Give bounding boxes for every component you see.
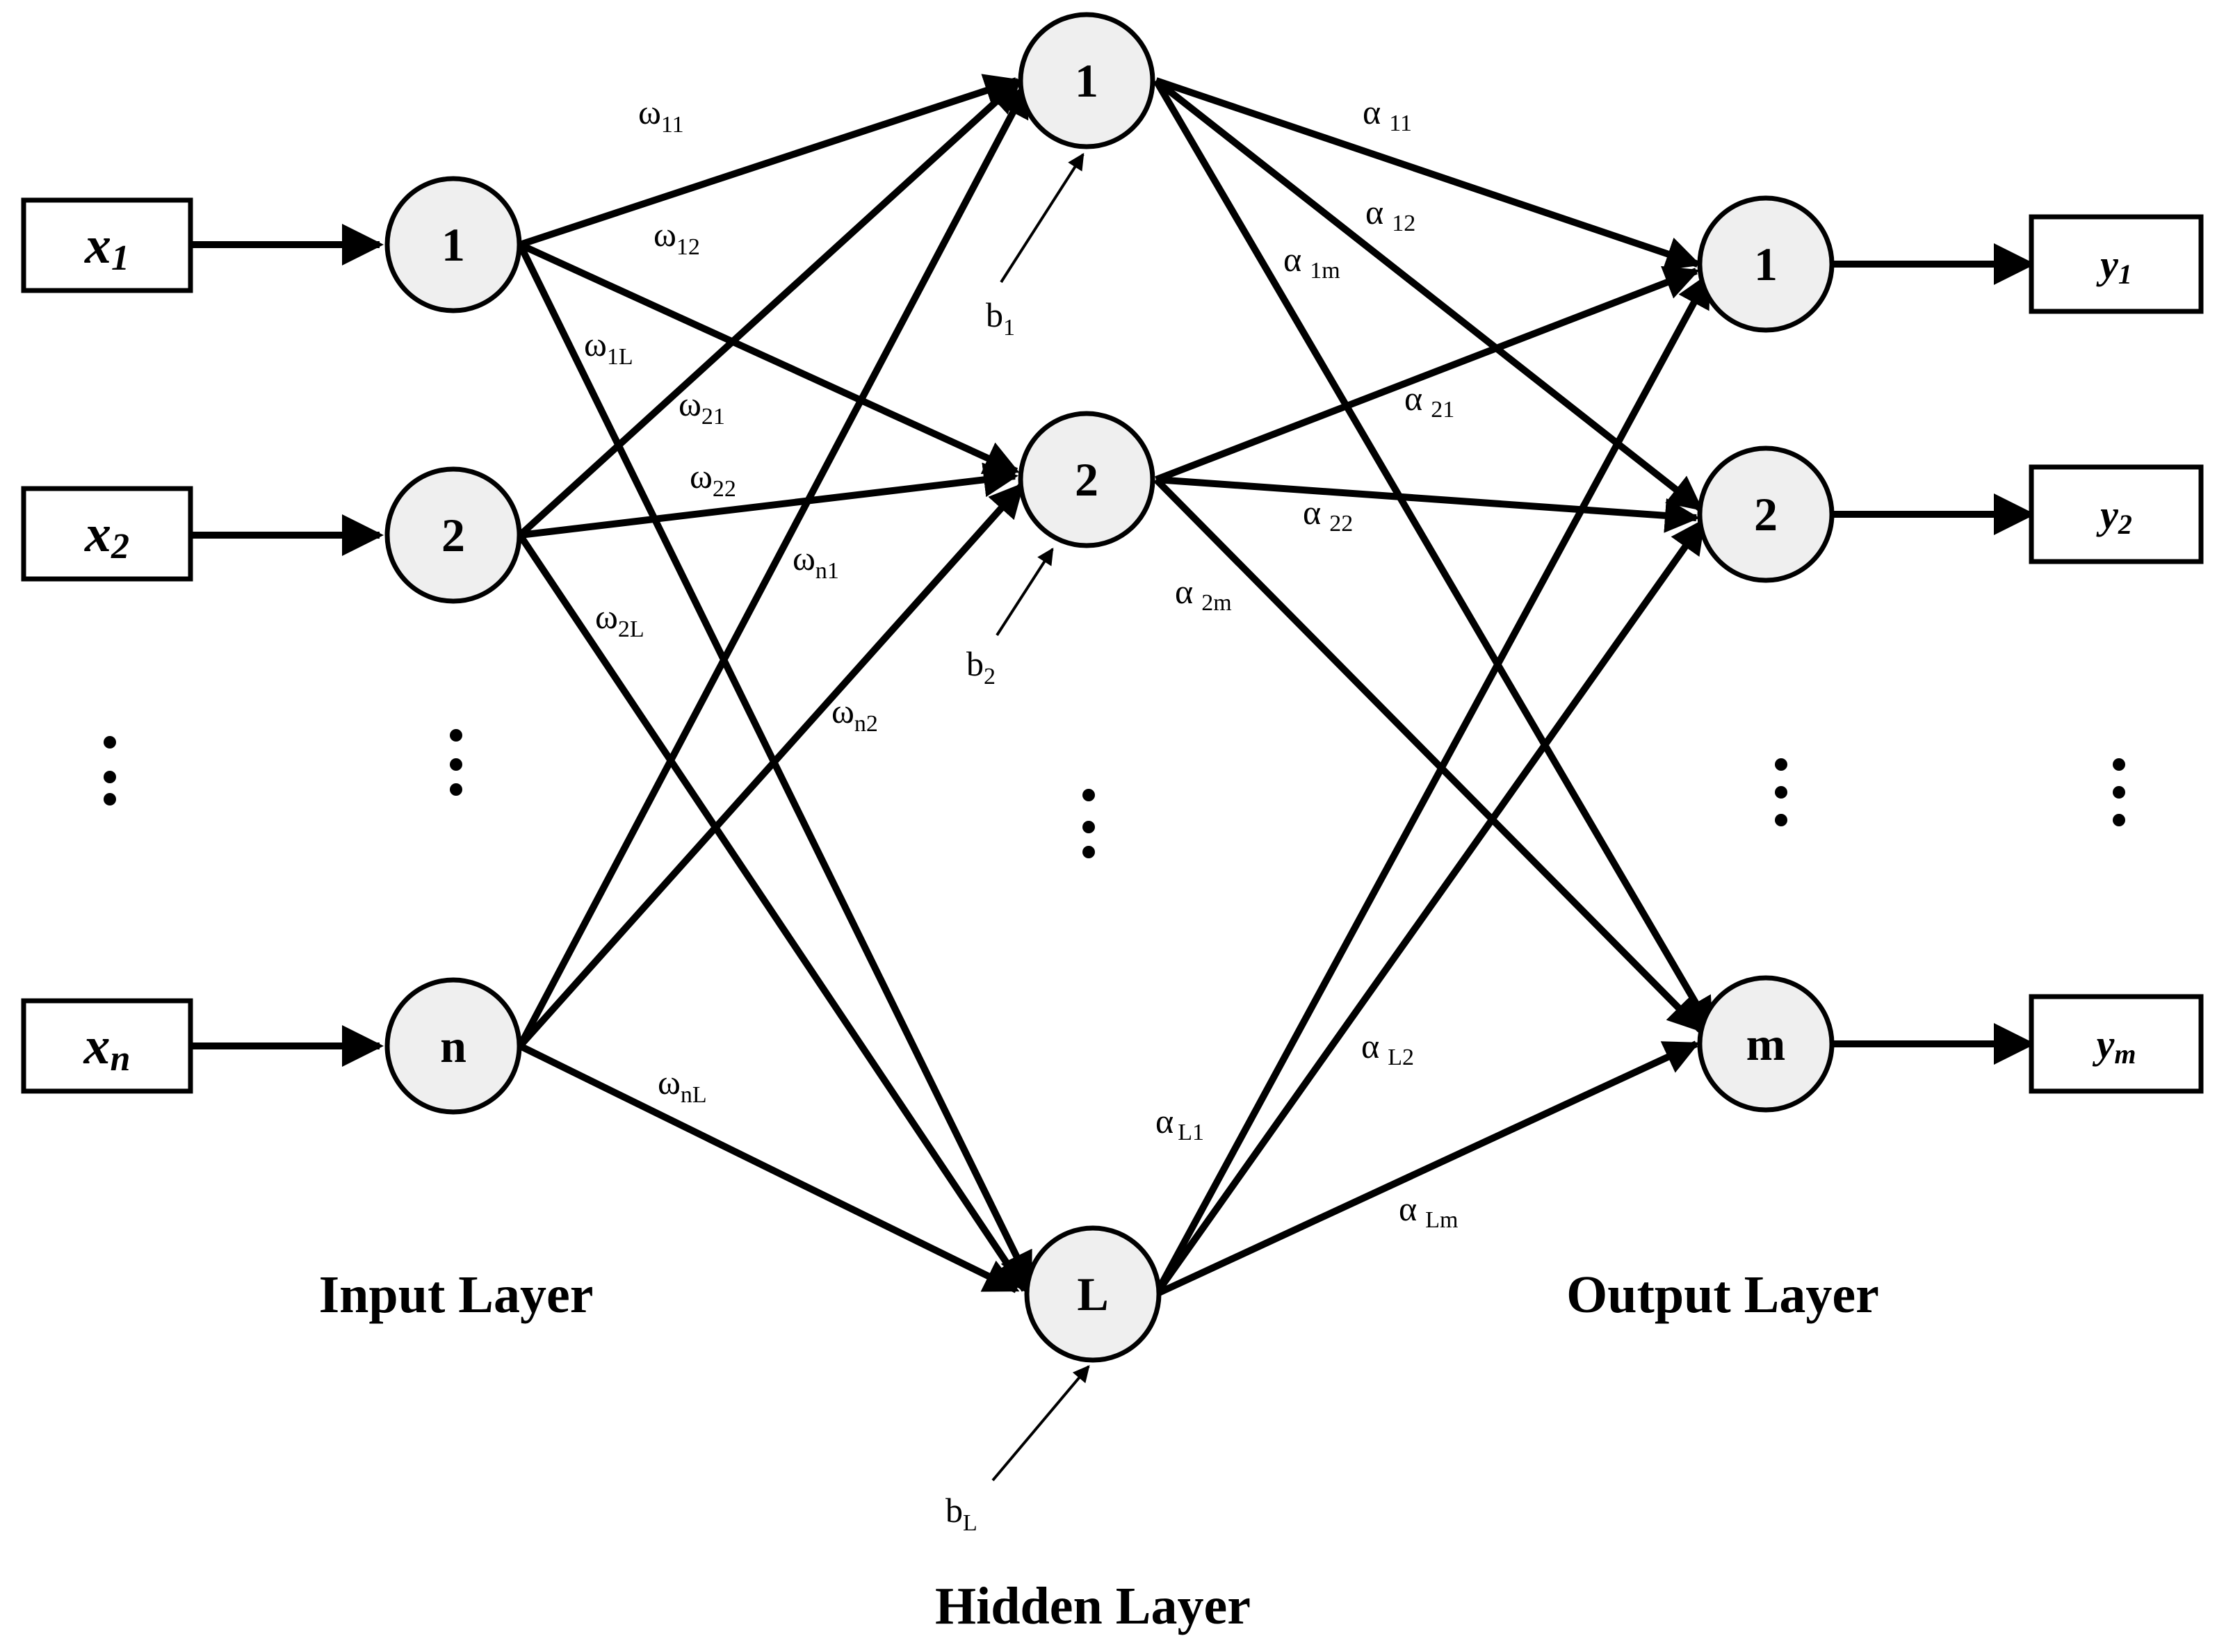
hidden-layer-title: Hidden Layer [935,1577,1251,1635]
output-layer-ellipsis [1775,758,1787,826]
hidden-layer-ellipsis [1082,789,1095,858]
input-node-2 [384,466,522,604]
output-node-label-2: 2 [1754,488,1778,541]
edge-hL-om [1154,1040,1700,1298]
output-box-y1 [2029,214,2204,314]
edges-layer [517,74,1715,1298]
hidden-node-label-L: L [1077,1268,1108,1320]
hidden-node-label-1: 1 [1075,54,1098,107]
hidden-node-label-2: 2 [1075,453,1098,506]
edge-i2-h1 [517,78,1022,538]
bias-arrow-2 [996,547,1054,637]
output-label-y2: y2 [2096,492,2132,540]
edge-in-h1 [517,81,1031,1048]
edge-i2-hL [517,533,1028,1293]
input-node-label-1: 1 [441,218,465,271]
weight-label-wn1: ωn1 [793,539,839,584]
edge-h1-o2 [1153,78,1703,512]
edge-h1-om [1153,79,1715,1033]
output-layer-title: Output Layer [1566,1266,1879,1324]
weight-label-w21: ω21 [679,384,725,430]
hidden-node-L [1024,1225,1162,1363]
input-weight-labels: ω11 ω12 ω1L ω21 ω22 ω2L ωn1 ωn2 ωnL [584,92,878,1108]
output-node-label-m: m [1746,1017,1786,1070]
bias-label-1: b1 [986,295,1015,341]
weight-label-w2L: ω2L [595,597,644,642]
input-node-label-2: 2 [441,509,465,562]
input-node-1 [384,176,522,313]
output-box-y2 [2029,464,2204,564]
weight-label-w22: ω22 [690,457,736,502]
output-box-ym [2029,994,2204,1094]
weight-label-wnL: ωnL [658,1063,707,1108]
input-label-xn: xn [83,1017,131,1079]
input-layer-title: Input Layer [319,1266,594,1324]
edge-i1-h1 [519,74,1020,248]
bias-label-2: b2 [966,644,996,689]
hidden-layer: 1 2 L Hidden Layer b1 b2 bL [935,12,1251,1635]
weight-label-wn2: ωn2 [831,692,878,737]
bias-arrow-L [991,1365,1090,1482]
output-node-label-1: 1 [1754,238,1778,291]
input-box-x1 [21,197,193,293]
input-node-label-n: n [440,1020,466,1072]
output-vertical-ellipsis [2113,758,2125,826]
edge-hL-o2 [1153,518,1707,1296]
edge-h1-o1 [1155,77,1701,271]
hidden-node-2 [1018,411,1155,548]
edge-hL-o1 [1153,272,1712,1296]
output-label-ym: ym [2093,1022,2136,1070]
weight-label-w11: ω11 [638,92,684,138]
edge-h2-o2 [1155,476,1700,533]
input-layer: 1 2 n Input Layer [319,176,594,1324]
weight-label-w1L: ω1L [584,325,633,370]
input-box-xn [21,998,193,1094]
edge-in-hL [518,1042,1020,1293]
edge-h2-om [1153,477,1703,1033]
input-label-x1: x1 [84,216,129,278]
input-layer-ellipsis [450,729,462,796]
input-vertical-ellipsis [104,736,116,805]
input-section: x1 x2 xn [21,197,384,1094]
bias-arrow-1 [1000,152,1085,284]
edge-i2-h2 [519,462,1018,539]
output-section: y1 y2 ym [1832,214,2204,1094]
input-label-x2: x2 [84,505,129,566]
bias-label-L: bL [945,1491,977,1536]
input-node-n [384,977,522,1115]
output-label-y1: y1 [2096,242,2132,290]
input-box-x2 [21,486,193,582]
edge-in-h2 [517,482,1025,1049]
weight-label-w12: ω12 [653,215,700,260]
hidden-node-1 [1018,12,1155,149]
output-layer: 1 2 m Output Layer [1566,195,1879,1324]
edge-i1-h2 [518,241,1020,475]
edge-h2-o1 [1155,265,1700,483]
